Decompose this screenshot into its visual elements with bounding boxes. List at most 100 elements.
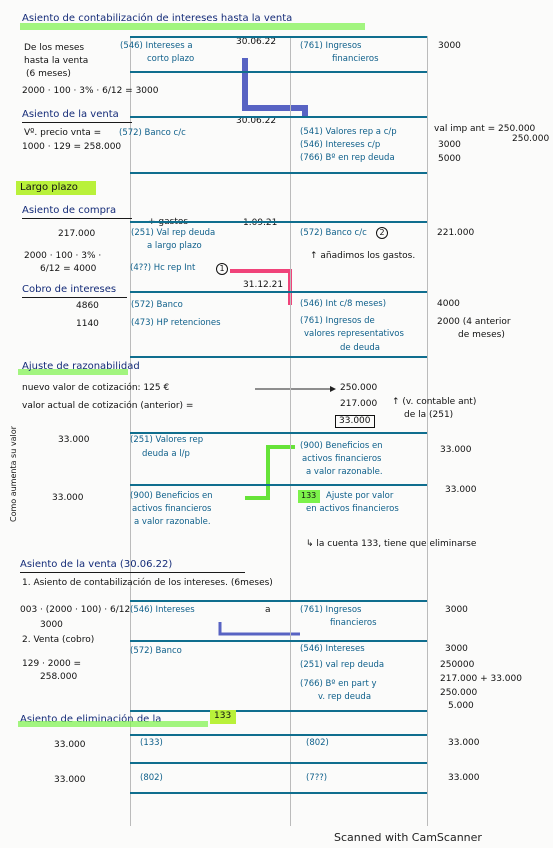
- credit-account: en activos financieros: [306, 504, 399, 514]
- credit-account: financieros: [330, 618, 377, 628]
- credit-account: de deuda: [340, 343, 380, 353]
- credit-account: (546) Int c/8 meses): [300, 299, 387, 309]
- section-title: Ajuste de razonabilidad: [22, 361, 140, 372]
- step-text: 1. Asiento de contabilización de los int…: [22, 578, 273, 588]
- formula: 2000 · 100 · 3% ·: [24, 251, 102, 261]
- note-text: Vº. precio vnta =: [24, 128, 102, 138]
- amount: 250.000: [512, 134, 550, 144]
- amount: 250000: [440, 660, 475, 670]
- amount: 3000: [445, 644, 468, 654]
- amount: val imp ant = 250.000: [434, 124, 536, 134]
- scanner-watermark: Scanned with CamScanner: [334, 831, 482, 844]
- debit-account: (546) Intereses a: [120, 41, 193, 51]
- credit-account: (900) Beneficios en: [300, 441, 383, 451]
- account-badge: 133: [301, 491, 317, 500]
- amount: 33.000: [54, 775, 86, 785]
- column-rule-1: [130, 36, 131, 826]
- section-title: Cobro de intereses: [22, 284, 117, 295]
- formula: 258.000: [40, 672, 78, 682]
- debit-account: (133): [140, 738, 163, 748]
- section-title: Asiento de eliminación de la: [20, 714, 162, 725]
- column-rule-3: [427, 36, 428, 826]
- credit-account: (761) Ingresos: [300, 41, 362, 51]
- credit-account: Ajuste por valor: [326, 491, 394, 501]
- section-badge: Largo plazo: [20, 182, 78, 193]
- note-text: a: [265, 605, 271, 615]
- entry-date: 31.12.21: [243, 280, 284, 290]
- circled-number: 1: [216, 263, 228, 275]
- amount: 33.000: [440, 445, 472, 455]
- amount: 33.000: [54, 740, 86, 750]
- credit-account: (766) Bº en rep deuda: [300, 153, 395, 163]
- credit-account: (546) Intereses c/p: [300, 140, 381, 150]
- debit-account: (4??) Hc rep Int: [130, 263, 196, 273]
- credit-account: v. rep deuda: [318, 692, 372, 702]
- amount: 5.000: [448, 701, 474, 711]
- credit-account: (541) Valores rep a c/p: [300, 127, 397, 137]
- debit-account: a valor razonable.: [134, 517, 211, 527]
- amount: 221.000: [437, 228, 475, 238]
- amount: 4860: [76, 301, 99, 311]
- amount: 33.000: [448, 738, 480, 748]
- step-text: 2. Venta (cobro): [22, 635, 95, 645]
- note-text: nuevo valor de cotización: 125 €: [22, 383, 170, 393]
- entry-date: 30.06.22: [236, 37, 277, 47]
- entry-date: 30.06.22: [236, 116, 277, 126]
- credit-account: (7??): [306, 773, 328, 783]
- note-text: ↑ (v. contable ant): [392, 397, 477, 407]
- debit-account: corto plazo: [147, 54, 195, 64]
- amount: 33.000: [335, 415, 375, 428]
- amount: 3000: [445, 605, 468, 615]
- formula: 3000: [40, 620, 63, 630]
- section-title: Asiento de la venta (30.06.22): [20, 559, 173, 570]
- debit-account: deuda a l/p: [142, 449, 190, 459]
- note-text: De los meses: [24, 43, 85, 53]
- amount: 33.000: [52, 493, 84, 503]
- formula: 129 · 2000 =: [22, 659, 82, 669]
- debit-account: (251) Valores rep: [130, 435, 204, 445]
- debit-account: (473) HP retenciones: [131, 318, 221, 328]
- formula: 6/12 = 4000: [40, 264, 97, 274]
- column-rule-2: [290, 36, 291, 826]
- account-badge: 133: [214, 711, 232, 721]
- formula: 1000 · 129 = 258.000: [22, 142, 122, 152]
- amount: 250.000: [440, 688, 478, 698]
- note-text: de la (251): [404, 410, 454, 420]
- credit-account: (802): [306, 738, 329, 748]
- circled-number: 2: [376, 227, 388, 239]
- note-text: ↑ añadimos los gastos.: [310, 251, 416, 261]
- note-text: valor actual de cotización (anterior) =: [22, 401, 194, 411]
- debit-account: (572) Banco c/c: [119, 128, 186, 138]
- note-text: (6 meses): [26, 69, 71, 79]
- side-note: Como aumenta su valor: [9, 426, 18, 522]
- formula: 2000 · 100 · 3% · 6/12 = 3000: [22, 86, 159, 96]
- note-text: ↳ la cuenta 133, tiene que eliminarse: [306, 539, 477, 549]
- formula: 003 · (2000 · 100) · 6/12: [20, 605, 131, 615]
- amount: 217.000: [58, 229, 96, 239]
- amount: 250.000: [340, 383, 378, 393]
- amount: 33.000: [448, 773, 480, 783]
- debit-account: (802): [140, 773, 163, 783]
- credit-account: (761) Ingresos de: [300, 316, 375, 326]
- amount: 3000: [438, 41, 461, 51]
- amount: 217.000: [340, 399, 378, 409]
- amount: 33.000: [58, 435, 90, 445]
- note-text: hasta la venta: [24, 56, 89, 66]
- debit-account: activos financieros: [132, 504, 212, 514]
- amount: 217.000 + 33.000: [440, 674, 522, 684]
- debit-account: a largo plazo: [147, 241, 202, 251]
- note-text: + gastos: [148, 218, 188, 227]
- credit-account: (546) Intereses: [300, 644, 365, 654]
- section-title: Asiento de compra: [22, 205, 117, 216]
- credit-account: a valor razonable.: [306, 467, 383, 477]
- entry-date: 1.09.21: [243, 218, 278, 228]
- amount: 4000: [437, 299, 460, 309]
- section-title: Asiento de la venta: [22, 109, 119, 120]
- debit-account: (900) Beneficios en: [130, 491, 213, 501]
- credit-account: activos financieros: [302, 454, 382, 464]
- credit-account: (572) Banco c/c: [300, 228, 367, 238]
- amount: 1140: [76, 319, 99, 329]
- debit-account: (546) Intereses: [130, 605, 195, 615]
- debit-account: (572) Banco: [130, 646, 182, 656]
